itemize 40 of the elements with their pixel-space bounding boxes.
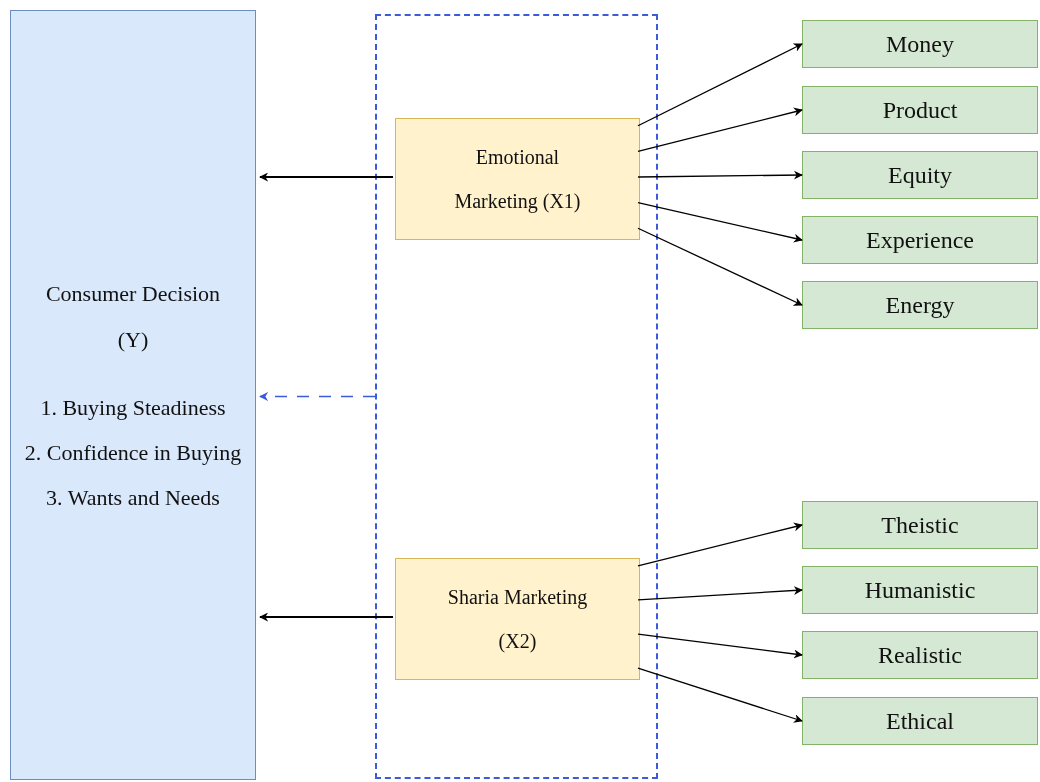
node-label: Emotional Marketing (X1) [453,145,582,215]
indicator-box [802,501,1038,549]
indicator-box [802,216,1038,264]
node-label: Theistic [881,511,959,540]
node-label: Realistic [878,641,962,670]
dashed-group-box [375,14,658,779]
arrow [637,522,803,567]
indicator-box [802,566,1038,614]
node-label: Experience [866,226,974,255]
node-label: Humanistic [864,576,976,605]
arrow [637,107,803,153]
factor-box [395,558,640,680]
decision-box [10,10,256,780]
arrow [637,201,803,243]
indicator-box [802,20,1038,68]
arrow [259,612,394,622]
factor-box [395,118,640,240]
arrow [637,633,803,659]
arrow [259,172,394,182]
arrow [637,170,803,180]
arrow [637,586,803,601]
arrow [637,43,803,127]
arrow [259,392,376,401]
node-label: Ethical [886,707,954,736]
node-label: Sharia Marketing (X2) [446,585,589,655]
node-label: Product [882,96,958,125]
list-item: 3. Wants and Needs [46,483,220,512]
node-heading: Consumer Decision (Y) [44,279,222,354]
indicator-box [802,697,1038,745]
node-label: Money [886,30,954,59]
indicator-box [802,86,1038,134]
node-label: Equity [888,161,952,190]
indicator-box [802,151,1038,199]
indicator-box [802,631,1038,679]
list-item: 1. Buying Steadiness [40,393,226,422]
node-label: Energy [885,291,955,320]
indicator-box [802,281,1038,329]
arrow [637,227,803,306]
arrow [637,667,803,723]
list-item: 2. Confidence in Buying [24,438,242,467]
